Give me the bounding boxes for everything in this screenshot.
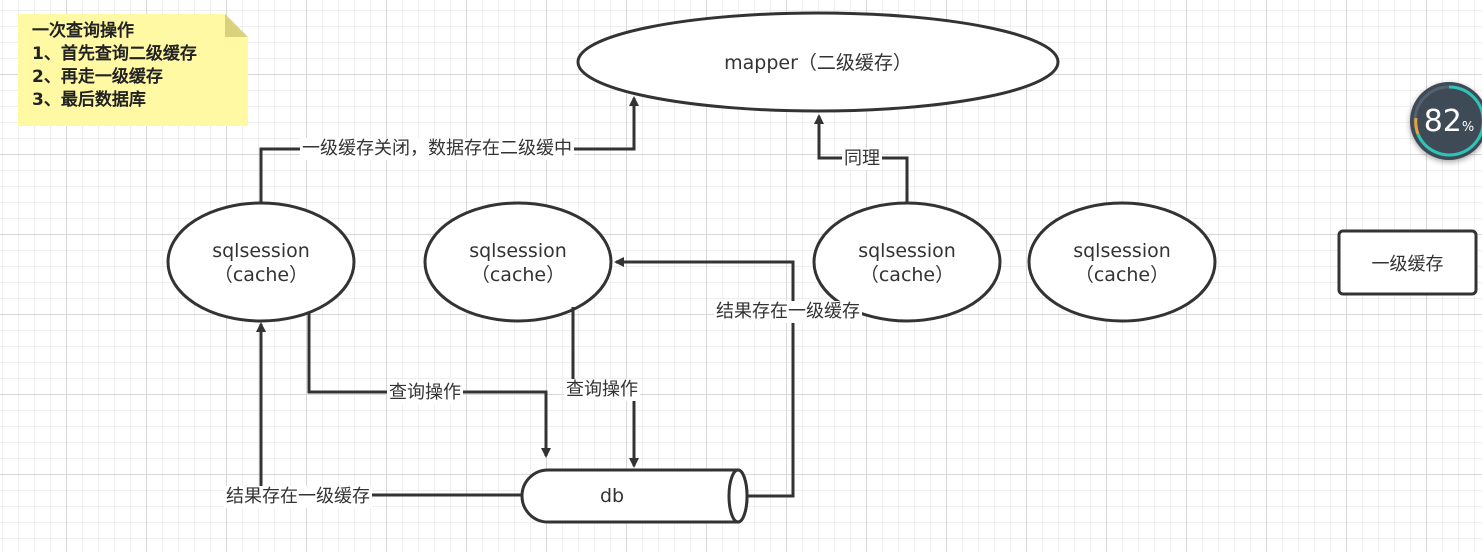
edge-label-s2-db: 查询操作: [564, 379, 640, 401]
gauge-ring: [1413, 85, 1482, 157]
legend-box[interactable]: [1337, 229, 1478, 296]
session-name: sqlsession: [858, 240, 956, 262]
mapper-label: mapper（二级缓存）: [578, 50, 1058, 76]
sticky-note-text: 一次查询操作 1、首先查询二级缓存 2、再走一级缓存 3、最后数据库: [32, 20, 197, 112]
session-name: sqlsession: [469, 240, 567, 262]
note-line: 3、最后数据库: [32, 90, 146, 110]
session-cache: （cache）: [1074, 264, 1170, 286]
note-line: 2、再走一级缓存: [32, 67, 163, 87]
gauge-text: 82%: [1410, 82, 1482, 160]
note-line: 1、首先查询二级缓存: [32, 44, 197, 64]
session-cache: （cache）: [213, 264, 309, 286]
sqlsession-node-2[interactable]: [423, 201, 613, 323]
edge-label-s1-db: 查询操作: [387, 382, 463, 404]
edge-db-to-s2[interactable]: [614, 257, 795, 498]
sqlsession-label-3: sqlsession （cache）: [814, 238, 1000, 288]
edge-label-s1-mapper: 一级缓存关闭，数据存在二级缓中: [300, 138, 574, 160]
note-line: 一次查询操作: [32, 21, 134, 41]
mapper-label-text: mapper（二级缓存）: [724, 52, 912, 74]
edge-label-s3-mapper: 同理: [842, 148, 882, 170]
edge-label-db-s2: 结果存在一级缓存: [714, 301, 862, 323]
sqlsession-label-1: sqlsession （cache）: [168, 238, 354, 288]
progress-gauge[interactable]: 82%: [1410, 82, 1482, 160]
mapper-node[interactable]: [576, 11, 1060, 113]
legend-label: 一级缓存: [1371, 253, 1444, 275]
db-label: db: [540, 484, 684, 508]
db-node[interactable]: [520, 468, 749, 524]
sqlsession-node-4[interactable]: [1027, 201, 1217, 323]
gauge-unit: %: [1461, 119, 1475, 135]
sticky-note: [18, 14, 248, 126]
db-label-text: db: [599, 485, 625, 507]
edge-db-to-s1[interactable]: [256, 322, 521, 497]
gauge-value: 82: [1423, 103, 1462, 139]
edge-label-db-s1: 结果存在一级缓存: [224, 486, 372, 508]
session-name: sqlsession: [212, 240, 310, 262]
session-cache: （cache）: [859, 264, 955, 286]
session-cache: （cache）: [470, 264, 566, 286]
sqlsession-label-4: sqlsession （cache）: [1029, 238, 1215, 288]
session-name: sqlsession: [1073, 240, 1171, 262]
sqlsession-label-2: sqlsession （cache）: [425, 238, 611, 288]
